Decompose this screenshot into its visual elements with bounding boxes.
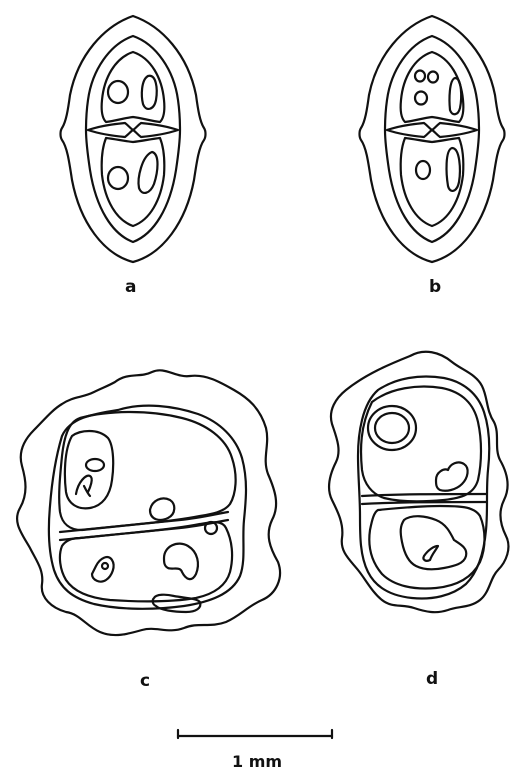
panel-c-septum <box>60 512 228 540</box>
panel-b: b <box>360 16 505 297</box>
panel-c-inclusion-oval <box>86 459 104 471</box>
panel-d-inclusion-mark <box>423 546 438 561</box>
panel-c-lower-cell <box>60 522 232 601</box>
scale-bar-label: 1 mm <box>232 752 282 771</box>
panel-c-body-upper <box>150 498 174 519</box>
panel-c-upper-cell <box>59 412 235 530</box>
panel-b-inner-wall <box>385 36 479 242</box>
panel-a-body-1 <box>108 81 128 103</box>
panel-b-body-6 <box>447 148 460 191</box>
panel-a-inner-wall <box>86 36 180 242</box>
panel-d-label: d <box>426 669 438 689</box>
panel-b-body-2 <box>428 72 438 83</box>
panel-c-body-left-dot <box>102 563 108 569</box>
panel-a-septum <box>88 123 178 137</box>
panel-d-lower-cell <box>369 506 484 588</box>
panel-b-septum <box>387 123 477 137</box>
panel-c-label: c <box>140 671 150 691</box>
panel-d-inclusion-cell <box>401 516 467 569</box>
panel-b-body-3 <box>415 92 427 105</box>
scale-bar: 1 mm <box>178 730 332 771</box>
panel-c-outer-envelope <box>17 370 280 635</box>
panel-b-cell-lower <box>401 138 464 226</box>
panel-a-body-3 <box>108 167 128 189</box>
panel-d-outer-envelope <box>329 352 508 612</box>
panel-c: c <box>17 370 280 691</box>
panel-d: d <box>329 352 508 689</box>
panel-a-body-4 <box>139 152 158 193</box>
panel-d-septum <box>362 494 486 504</box>
panel-b-body-5 <box>416 161 430 179</box>
panel-a-cell-upper <box>102 52 165 122</box>
panel-b-cell-upper <box>401 52 464 122</box>
panel-b-body-1 <box>415 71 425 82</box>
panel-c-inclusion-hook <box>76 476 92 496</box>
panel-d-body-upper <box>436 462 468 490</box>
panel-b-label: b <box>429 277 441 297</box>
panel-b-body-4 <box>450 78 462 114</box>
panel-a-label: a <box>125 277 136 297</box>
panel-d-ring-inner <box>375 413 409 443</box>
panel-a: a <box>61 16 206 297</box>
panel-c-body-center <box>164 544 198 579</box>
panel-a-body-2 <box>142 76 157 109</box>
